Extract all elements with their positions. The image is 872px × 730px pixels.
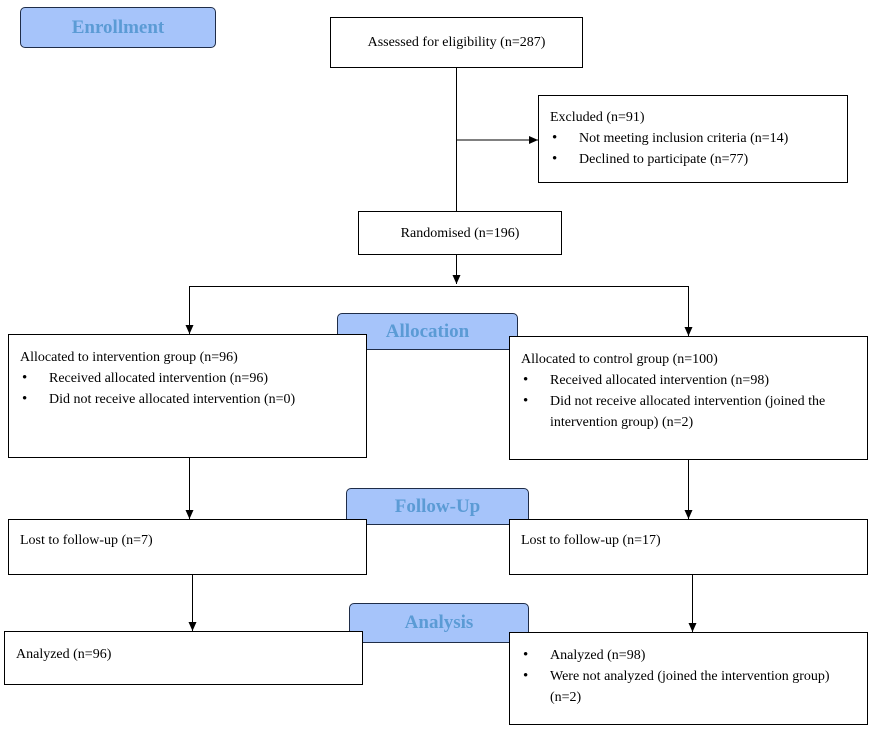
intervention-analysis-box: Analyzed (n=96)	[4, 631, 363, 685]
control-allocation-list: Received allocated intervention (n=98) D…	[510, 370, 867, 433]
list-item: Not meeting inclusion criteria (n=14)	[539, 128, 847, 149]
list-item: Declined to participate (n=77)	[539, 149, 847, 170]
analysis-stage-label: Analysis	[349, 603, 529, 643]
allocation-stage-label: Allocation	[337, 313, 518, 350]
control-allocation-title: Allocated to control group (n=100)	[521, 352, 718, 367]
list-item: Were not analyzed (joined the interventi…	[510, 666, 867, 708]
intervention-allocation-list: Received allocated intervention (n=96) D…	[9, 368, 366, 410]
control-followup-box: Lost to follow-up (n=17)	[509, 519, 868, 575]
excluded-box: Excluded (n=91) Not meeting inclusion cr…	[538, 95, 848, 183]
excluded-list: Not meeting inclusion criteria (n=14) De…	[539, 128, 847, 170]
list-item: Did not receive allocated intervention (…	[9, 389, 366, 410]
randomised-text: Randomised (n=196)	[400, 225, 520, 241]
control-allocation-box: Allocated to control group (n=100) Recei…	[509, 336, 868, 460]
assessed-text: Assessed for eligibility (n=287)	[367, 35, 546, 50]
intervention-analysis-text: Analyzed (n=96)	[16, 647, 112, 662]
list-item: Did not receive allocated intervention (…	[510, 391, 867, 433]
enrollment-stage-label: Enrollment	[20, 7, 216, 48]
intervention-allocation-box: Allocated to intervention group (n=96) R…	[8, 334, 367, 458]
assessed-box: Assessed for eligibility (n=287)	[330, 17, 583, 68]
list-item: Analyzed (n=98)	[510, 645, 867, 666]
control-analysis-list: Analyzed (n=98) Were not analyzed (joine…	[510, 645, 867, 708]
intervention-allocation-title: Allocated to intervention group (n=96)	[20, 350, 238, 365]
randomised-box: Randomised (n=196)	[358, 211, 562, 255]
control-followup-text: Lost to follow-up (n=17)	[521, 533, 661, 548]
excluded-title: Excluded (n=91)	[550, 110, 645, 125]
follow-up-stage-label: Follow-Up	[346, 488, 529, 525]
control-analysis-box: Analyzed (n=98) Were not analyzed (joine…	[509, 632, 868, 725]
list-item: Received allocated intervention (n=98)	[510, 370, 867, 391]
intervention-followup-text: Lost to follow-up (n=7)	[20, 533, 153, 548]
list-item: Received allocated intervention (n=96)	[9, 368, 366, 389]
intervention-followup-box: Lost to follow-up (n=7)	[8, 519, 367, 575]
